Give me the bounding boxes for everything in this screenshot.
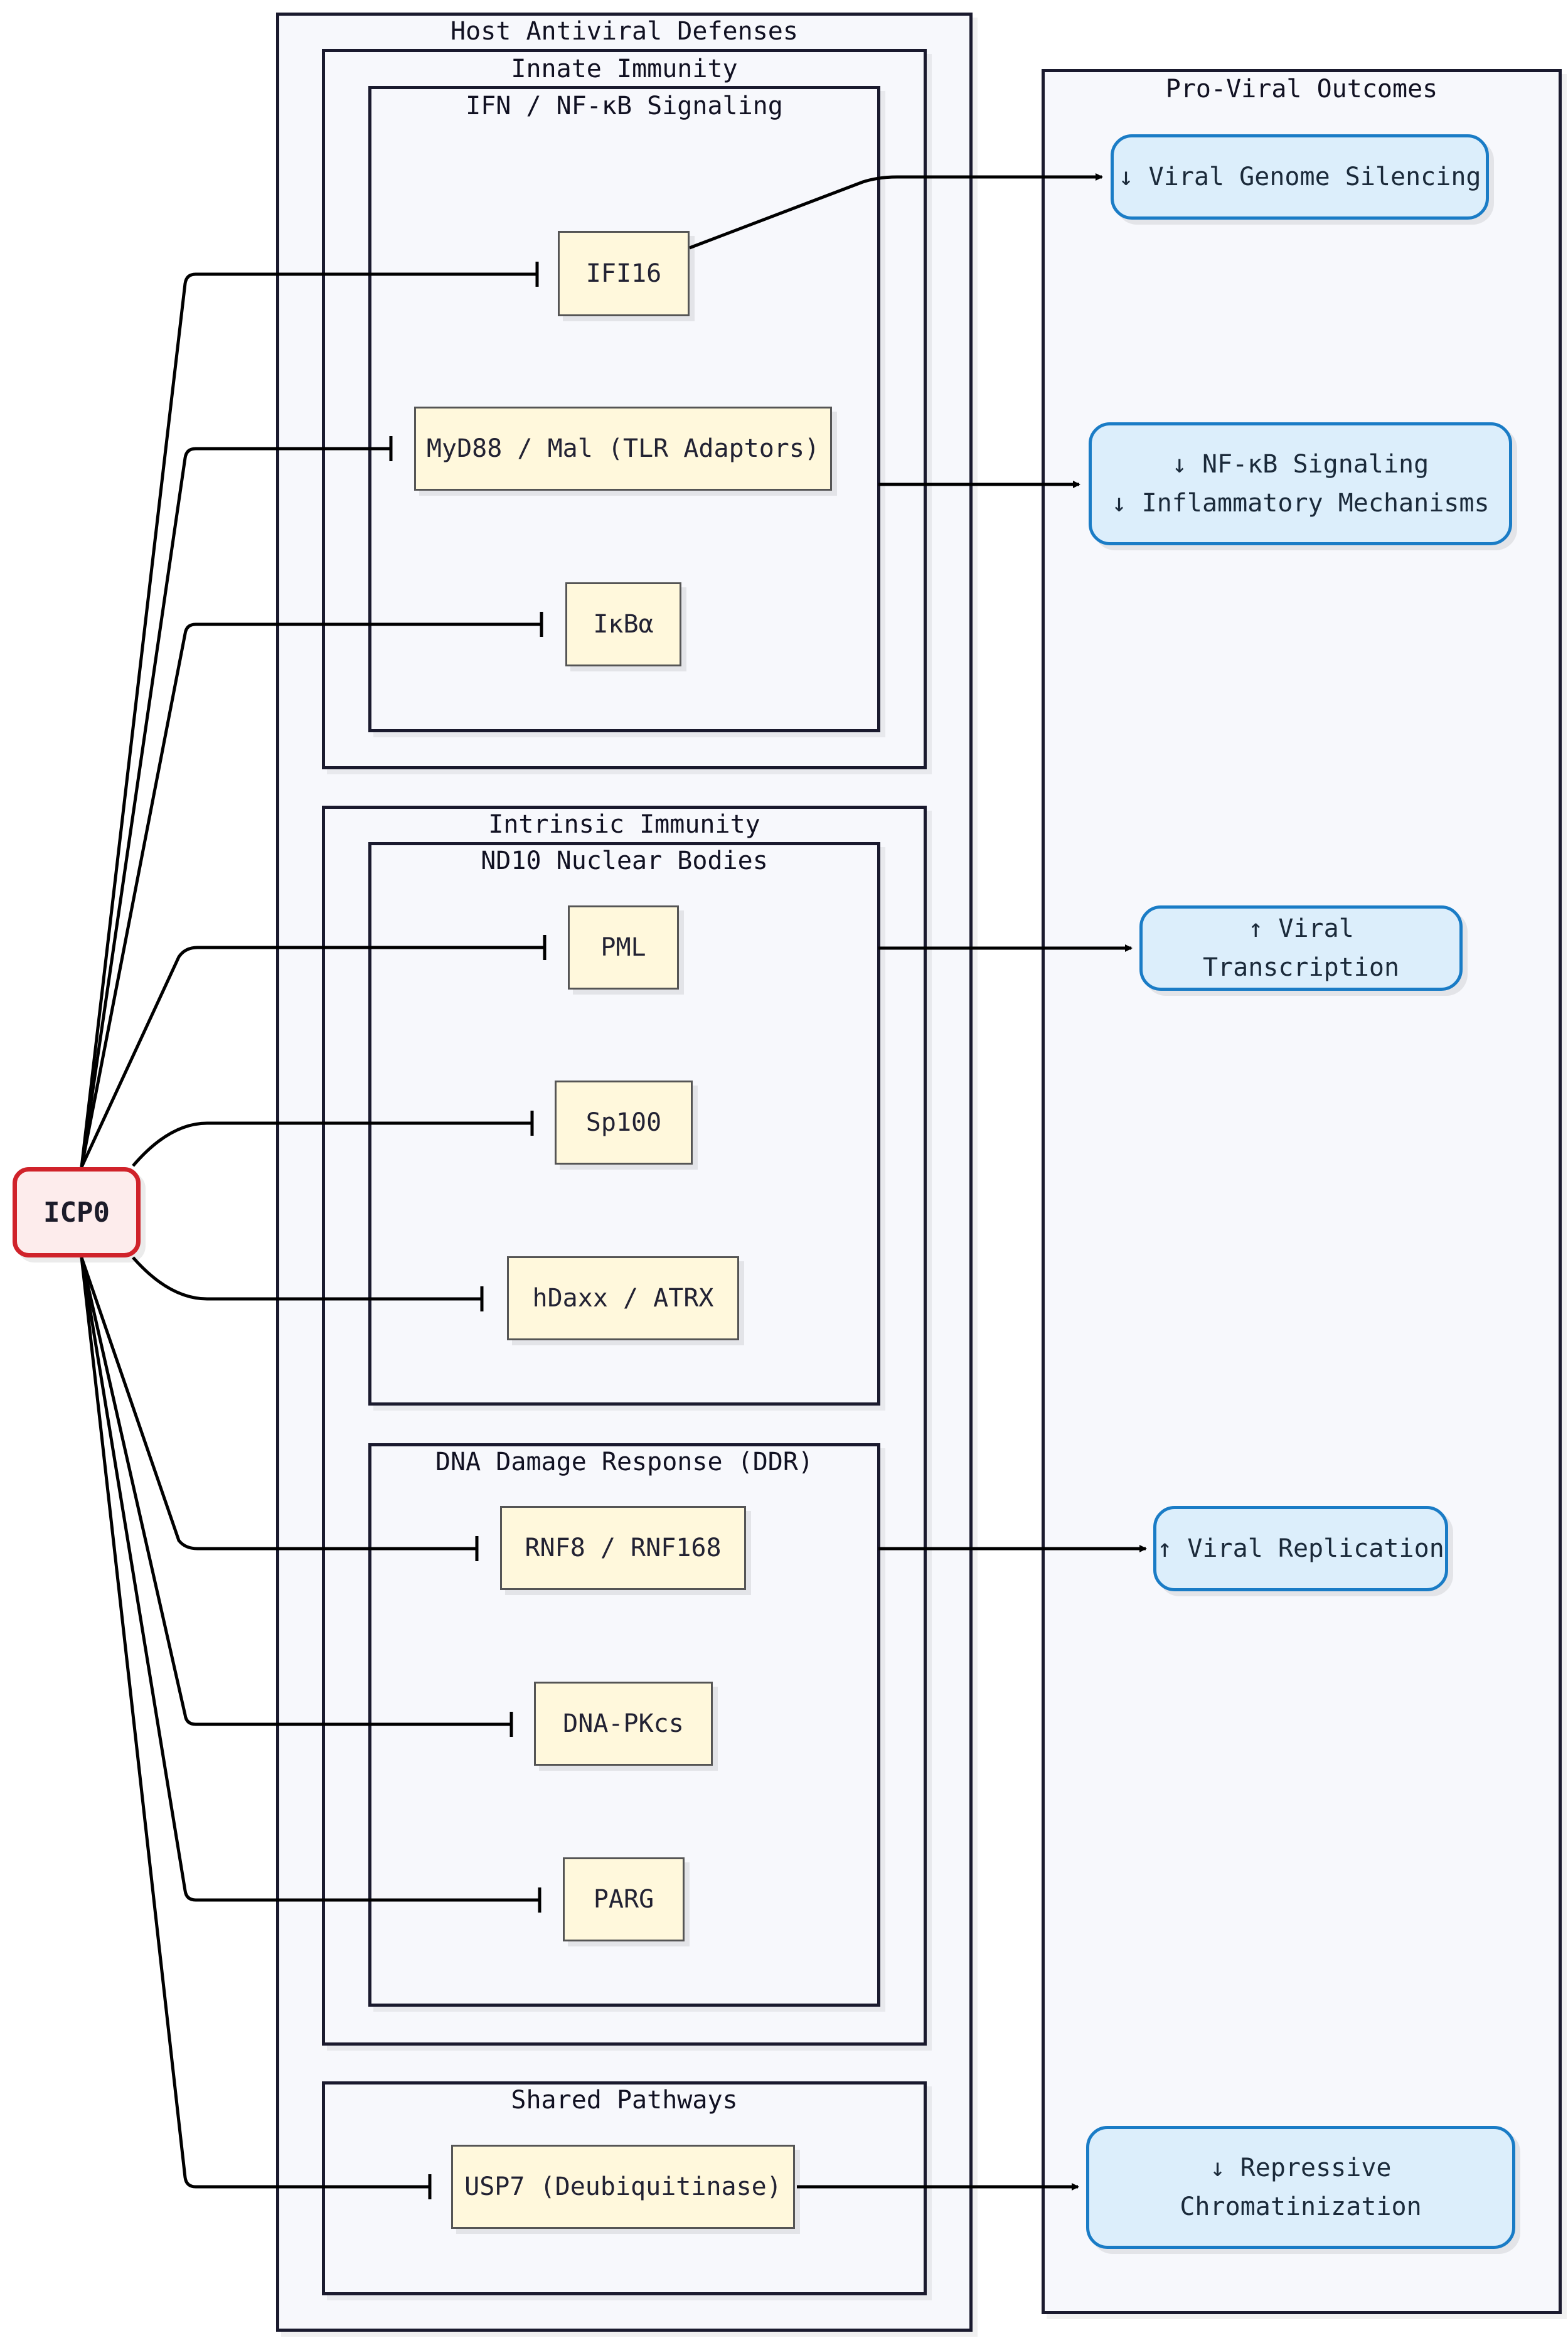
outcome-nfkb-line2: ↓ Inflammatory Mechanisms (1111, 489, 1490, 518)
edge-icp0-parg (80, 1257, 540, 1902)
dnapkcs-label: DNA-PKcs (563, 1709, 684, 1738)
myd88-node[interactable]: MyD88 / Mal (TLR Adaptors) (414, 407, 832, 491)
ikba-label: IκBα (593, 610, 654, 639)
outcome-transcription[interactable]: ↑ Viral Transcription (1139, 905, 1463, 991)
edge-icp0-sp100 (132, 1121, 532, 1167)
edge-icp0-rnf8 (80, 1257, 477, 1551)
intrinsic-immunity-title: Intrinsic Immunity (488, 810, 760, 839)
edge-icp0-dnapkcs (80, 1257, 511, 1726)
pml-label: PML (600, 933, 646, 962)
host-defenses-title: Host Antiviral Defenses (451, 17, 798, 46)
usp7-node[interactable]: USP7 (Deubiquitinase) (451, 2145, 795, 2229)
edge-ifi16-silencing (689, 173, 1103, 250)
outcome-nfkb[interactable]: ↓ NF-κB Signaling ↓ Inflammatory Mechani… (1089, 422, 1512, 545)
ifi16-node[interactable]: IFI16 (558, 231, 690, 316)
edge-icp0-usp7 (80, 1257, 430, 2189)
sp100-label: Sp100 (585, 1108, 662, 1137)
parg-label: PARG (593, 1885, 654, 1914)
ifn-signaling-title: IFN / NF-κB Signaling (466, 92, 783, 120)
edge-icp0-myd88 (80, 447, 391, 1168)
myd88-label: MyD88 / Mal (TLR Adaptors) (426, 434, 820, 463)
outcome-replication[interactable]: ↑ Viral Replication (1153, 1506, 1448, 1591)
outcome-nfkb-line1: ↓ NF-κB Signaling (1171, 450, 1429, 479)
nd10-title: ND10 Nuclear Bodies (481, 846, 768, 875)
dnapkcs-node[interactable]: DNA-PKcs (534, 1682, 713, 1766)
outcome-transcription-label: ↑ Viral Transcription (1202, 914, 1400, 982)
edge-icp0-hdaxx (132, 1256, 482, 1301)
pml-node[interactable]: PML (568, 905, 679, 990)
outcome-genome-silencing-label: ↓ Viral Genome Silencing (1118, 163, 1481, 191)
icp0-label: ICP0 (43, 1196, 110, 1229)
shared-pathways-title: Shared Pathways (511, 2086, 738, 2115)
hdaxx-node[interactable]: hDaxx / ATRX (507, 1256, 739, 1340)
edge-icp0-pml (80, 946, 545, 1168)
usp7-label: USP7 (Deubiquitinase) (464, 2172, 782, 2201)
ikba-node[interactable]: IκBα (565, 582, 681, 666)
outcome-genome-silencing[interactable]: ↓ Viral Genome Silencing (1111, 134, 1489, 220)
outcomes-title: Pro-Viral Outcomes (1165, 75, 1438, 104)
rnf8-label: RNF8 / RNF168 (525, 1534, 722, 1562)
edge-icp0-ifi16 (80, 272, 537, 1168)
icp0-node[interactable]: ICP0 (13, 1167, 141, 1257)
edge-icp0-ikba (80, 622, 541, 1168)
hdaxx-label: hDaxx / ATRX (532, 1284, 714, 1313)
ddr-title: DNA Damage Response (DDR) (435, 1448, 814, 1476)
outcome-chromatin-line2: Chromatinization (1180, 2192, 1422, 2221)
ifi16-label: IFI16 (585, 259, 662, 288)
outcome-replication-label: ↑ Viral Replication (1157, 1534, 1444, 1563)
parg-node[interactable]: PARG (563, 1857, 685, 1941)
innate-immunity-title: Innate Immunity (511, 55, 738, 83)
outcome-chromatinization[interactable]: ↓ Repressive Chromatinization (1086, 2126, 1515, 2249)
outcome-chromatin-line1: ↓ Repressive (1210, 2154, 1392, 2182)
sp100-node[interactable]: Sp100 (555, 1081, 693, 1165)
rnf8-node[interactable]: RNF8 / RNF168 (500, 1506, 746, 1590)
